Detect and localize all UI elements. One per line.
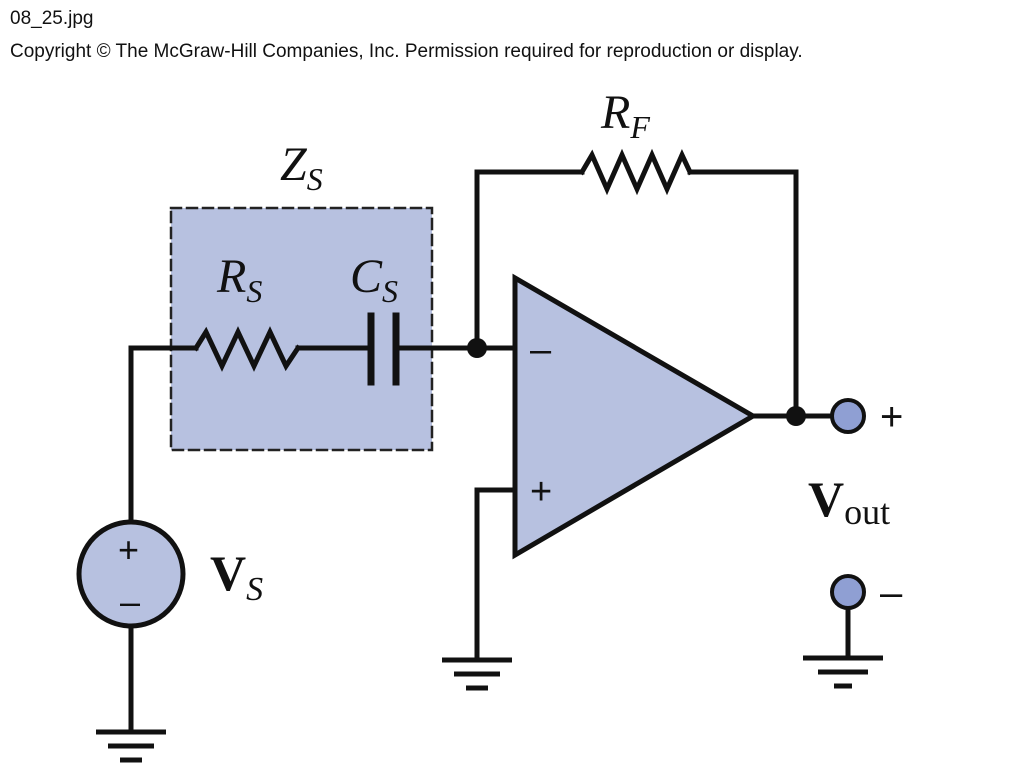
ground-icon [442,657,512,691]
zs-label: ZS [280,138,323,197]
opamp-plus-sign: + [530,471,552,513]
ground-icon [803,655,883,689]
rf-label: RF [600,86,650,145]
ground-icon [96,729,166,763]
output-terminal-plus [830,398,866,434]
op-amp [512,273,758,560]
zs-impedance-box [169,206,434,452]
rs-label: RS [216,250,262,309]
file-name: 08_25.jpg [10,8,94,29]
vs-label: VS [210,545,263,608]
junction-dot [467,338,487,358]
output-plus-sign: + [880,395,903,439]
cs-label: CS [350,250,398,309]
junction-dot [786,406,806,426]
source-minus-sign: – [120,581,140,622]
source-plus-sign: + [118,529,139,570]
rs-resistor [192,326,302,372]
output-terminal-minus [830,574,866,610]
copyright-notice: Copyright © The McGraw-Hill Companies, I… [10,41,803,62]
output-minus-sign: – [880,571,903,615]
wire-feedback-left [474,169,585,351]
wire-feedback-right [687,169,799,419]
rf-resistor [578,148,694,196]
opamp-minus-sign: – [530,329,552,371]
wire-noninverting [474,487,518,663]
voltage-source [76,519,186,629]
vout-label: Vout [808,471,890,532]
wire-source-top [128,345,199,525]
